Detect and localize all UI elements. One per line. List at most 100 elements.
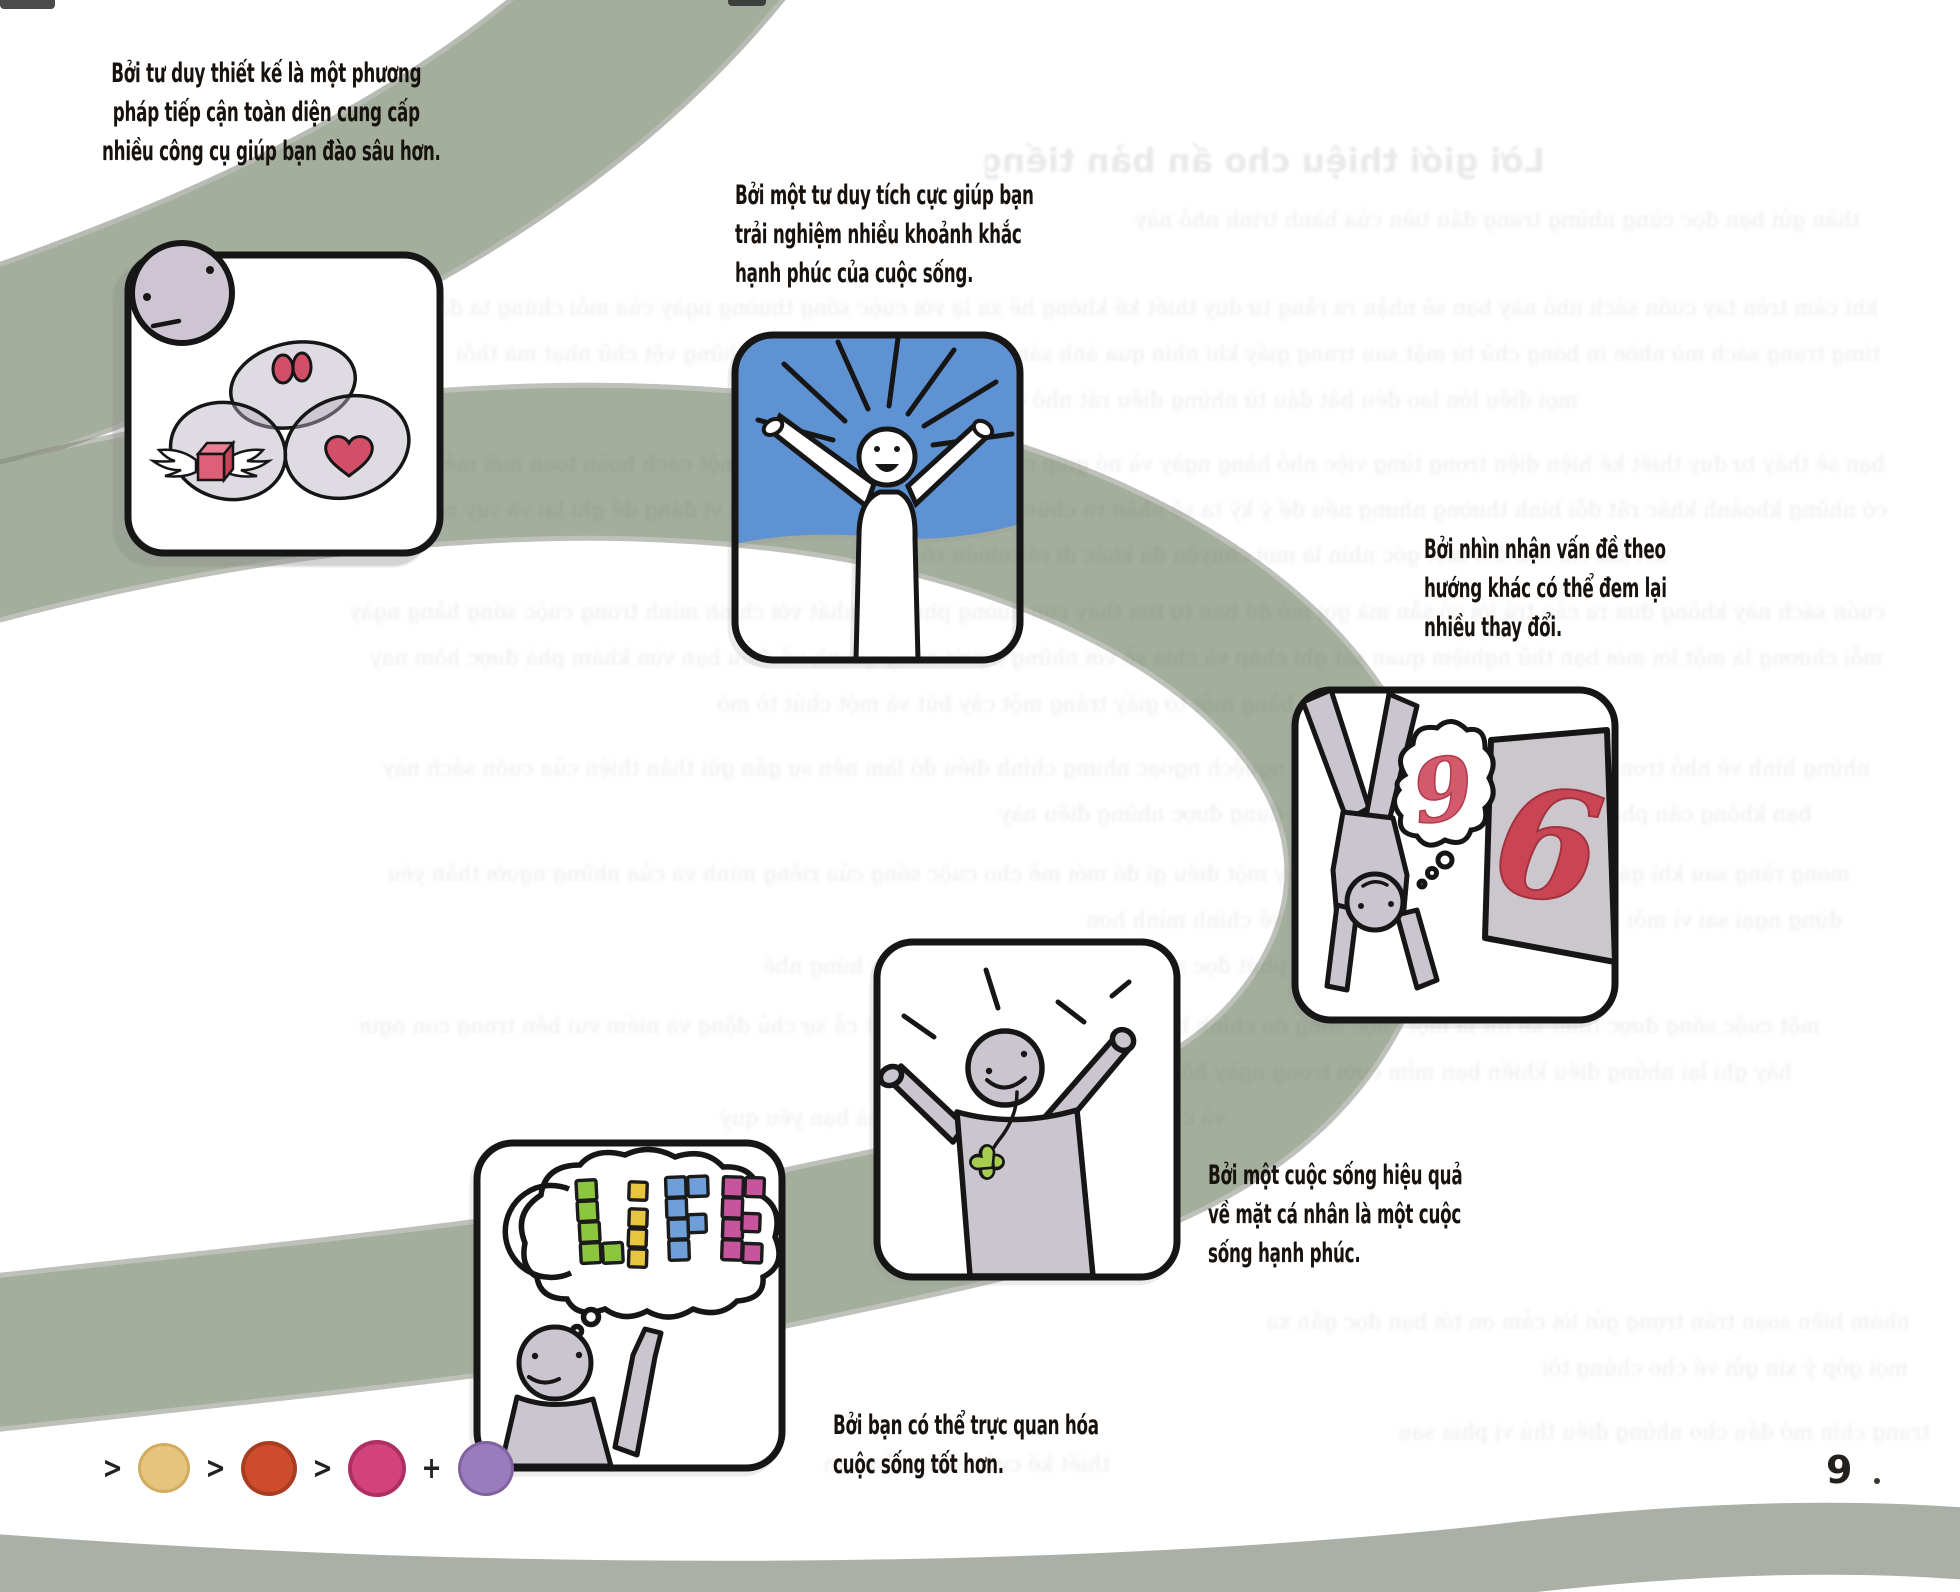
letter-L	[574, 1178, 625, 1266]
page-number: 9	[1826, 1448, 1853, 1492]
panel-positive-sun	[731, 331, 1024, 664]
thought-number-nine: 9	[1406, 736, 1479, 844]
bleed-through-line: khi cầm trên tay cuốn sách nhỏ này bạn s…	[377, 296, 1878, 320]
caption-line: nhiều thay đổi.	[1424, 612, 1562, 643]
yellow-dot	[138, 1443, 191, 1493]
eye	[143, 293, 151, 301]
mouth	[875, 464, 899, 472]
pointing-figure	[498, 1324, 664, 1469]
hand	[761, 417, 785, 437]
clover-icon	[969, 1144, 1005, 1180]
caption-perspective: Bởi nhìn nhận vấn đề theo hướng khác có …	[1424, 530, 1667, 647]
greater-than-symbol: >	[312, 1450, 333, 1486]
arm	[1394, 907, 1440, 991]
eye	[1358, 903, 1364, 909]
panel-visualize-life	[473, 1139, 786, 1472]
fist	[1109, 1026, 1137, 1054]
bleed-through-line: trang chín mở đầu cho những điều thú vị …	[1398, 1420, 1930, 1444]
orange-dot	[241, 1440, 298, 1496]
caption-design-thinking: Bởi tư duy thiết kế là một phương pháp t…	[102, 54, 441, 171]
caption-positive-mind: Bởi một tư duy tích cực giúp bạn trải ng…	[735, 176, 1034, 293]
life-block-letters	[574, 1174, 767, 1269]
caption-line: hạnh phúc của cuộc sống.	[735, 258, 974, 289]
letter-E	[719, 1174, 767, 1265]
thinker-head	[129, 240, 235, 346]
mouth	[527, 1375, 561, 1385]
body	[954, 1107, 1096, 1279]
mouth	[150, 318, 182, 329]
letter-F	[663, 1174, 710, 1263]
body	[498, 1394, 614, 1469]
caption-line: trải nghiệm nhiều khoảnh khắc	[735, 219, 1022, 250]
eye	[575, 1351, 583, 1359]
scan-speck	[0, 0, 55, 9]
handstand-figure	[1300, 687, 1440, 993]
ribbon-bottom-strip	[0, 1502, 1960, 1592]
thought-bubble	[1392, 719, 1496, 890]
heart-icon	[324, 435, 374, 478]
happy-figure	[761, 412, 995, 663]
caption-effective-life: Bởi một cuộc sống hiệu quả về mặt cá nhâ…	[1208, 1156, 1463, 1273]
eye	[1020, 1050, 1028, 1058]
face	[1344, 871, 1406, 933]
caption-line: về mặt cá nhân là một cuộc	[1208, 1199, 1462, 1230]
caption-line: Bởi nhìn nhận vấn đề theo	[1424, 534, 1666, 565]
caption-line: cuộc sống tốt hơn.	[833, 1449, 1004, 1480]
arm	[612, 1326, 664, 1458]
eye	[531, 1352, 539, 1360]
caption-line: Bởi một cuộc sống hiệu quả	[1208, 1160, 1463, 1191]
panel-lucky-clover	[873, 938, 1181, 1281]
bleed-through-line: nhóm biên soạn trân trọng gửi lời cảm ơn…	[1265, 1310, 1910, 1334]
eye	[985, 1067, 993, 1075]
eye	[894, 446, 900, 452]
hand	[971, 418, 995, 440]
poster-number-six: 6	[1484, 752, 1612, 941]
face	[516, 1324, 594, 1402]
caption-visualize: Bởi bạn có thể trực quan hóa cuộc sống t…	[833, 1406, 1099, 1484]
caption-line: Bởi tư duy thiết kế là một phương	[111, 58, 422, 89]
bleed-through-line: mỗi chương là một lời mời bạn thử nghiệm…	[369, 646, 1883, 670]
fist	[877, 1063, 905, 1089]
scan-speck	[728, 0, 766, 6]
panel-design-thinking	[124, 240, 444, 557]
caption-line: Bởi bạn có thể trực quan hóa	[833, 1410, 1099, 1441]
color-sequence: > > > +	[100, 1438, 514, 1498]
bleed-through-line: hãy bắt đầu bằng một tờ giấy trắng một c…	[717, 692, 1426, 716]
face	[965, 1028, 1045, 1108]
letter-i	[626, 1180, 650, 1269]
brain-icon	[271, 351, 313, 385]
face	[856, 426, 918, 488]
page-number-dot	[1874, 1478, 1880, 1484]
bleed-through-line: bạn sẽ thấy tư duy thiết kế hiện diện tr…	[398, 452, 1885, 476]
mouth	[985, 1076, 1027, 1090]
caption-line: sống hạnh phúc.	[1208, 1238, 1361, 1269]
bleed-through-line: những hình vẽ nhỏ trong sách được vẽ tay…	[382, 756, 1870, 780]
purple-dot	[457, 1440, 514, 1496]
poster-with-six: 6	[1482, 727, 1618, 965]
body	[853, 489, 921, 663]
ribbon-top-diagonal	[0, 0, 786, 472]
caption-line: Bởi một tư duy tích cực giúp bạn	[735, 180, 1034, 211]
cloud-curl	[502, 1182, 573, 1281]
bleed-through-line: có những khoảnh khắc rất đỗi bình thường…	[336, 498, 1887, 522]
magenta-dot	[348, 1439, 407, 1497]
bleed-through-title: Lời giới thiệu cho ấn bản tiếng Việt	[985, 142, 1545, 180]
panel-border	[731, 331, 1024, 664]
greater-than-symbol: >	[205, 1450, 226, 1486]
caption-line: hướng khác có thể đem lại	[1424, 573, 1667, 604]
eye	[874, 446, 880, 452]
winged-cube-icon	[148, 439, 274, 484]
caption-line: nhiều công cụ giúp bạn đào sâu hơn.	[102, 136, 441, 167]
caption-line: pháp tiếp cận toàn diện cung cấp	[112, 97, 420, 128]
eye	[1388, 901, 1394, 907]
excitement-dashes	[901, 967, 1132, 1040]
plus-symbol: +	[421, 1450, 443, 1486]
greater-than-symbol: >	[102, 1450, 123, 1486]
bleed-through-line: từng trang sách mờ nhòe in bóng chữ từ m…	[456, 342, 1880, 366]
bleed-through-line: mọi góp ý xin gửi về cho chúng tôi	[1541, 1356, 1908, 1380]
eye	[206, 266, 214, 274]
panel-perspective: 6 9	[1291, 686, 1619, 1024]
mouth	[1361, 880, 1389, 888]
bleed-through-line: thân gửi bạn đọc cùng những trang đầu ti…	[1134, 208, 1860, 232]
